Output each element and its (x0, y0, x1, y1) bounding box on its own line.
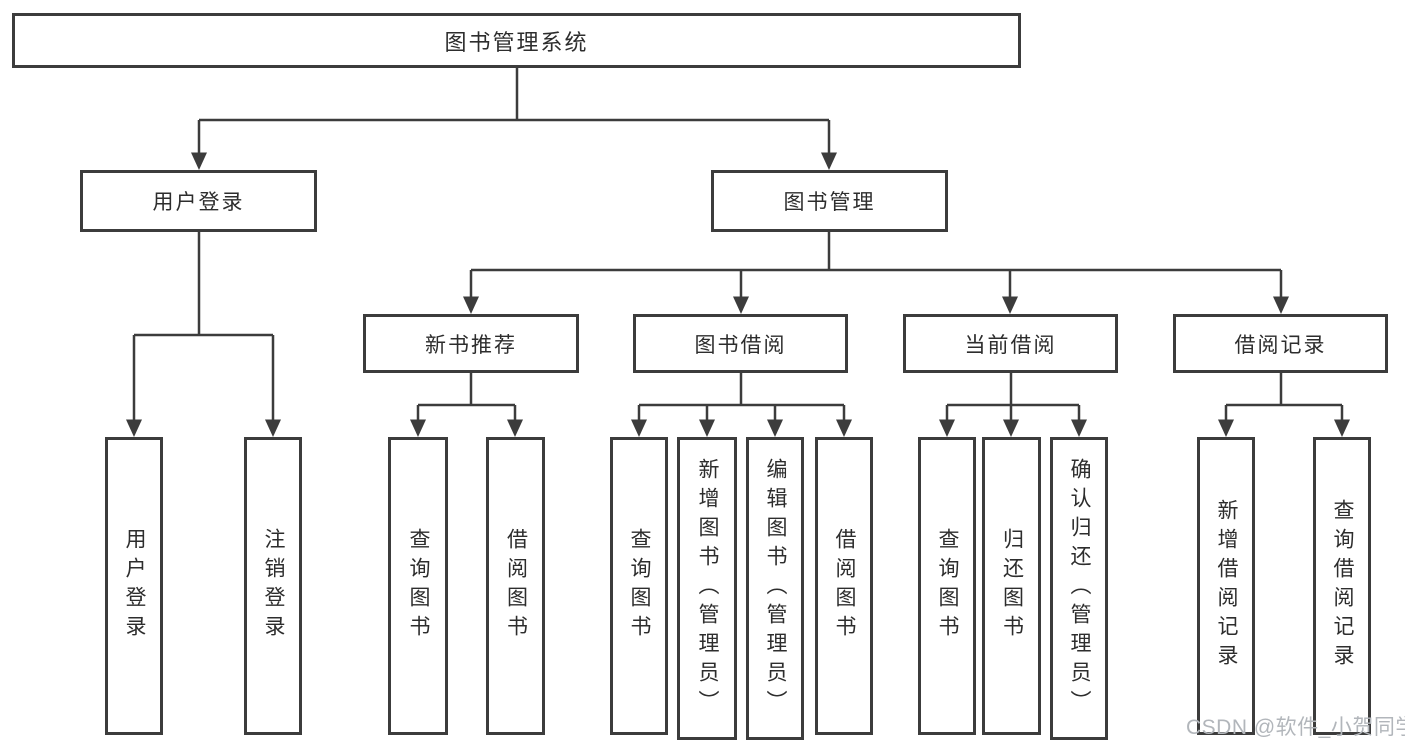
leaf-query-books-recommend: 查询图书 (388, 437, 448, 735)
leaf-borrow-books-recommend: 借阅图书 (486, 437, 545, 735)
leaf-query-borrow-record: 查询借阅记录 (1313, 437, 1371, 735)
leaf-add-borrow-record: 新增借阅记录 (1197, 437, 1255, 735)
node-book-borrowing: 图书借阅 (633, 314, 848, 373)
leaf-add-books-admin: 新增图书（管理员） (677, 437, 737, 740)
leaf-borrow-books: 借阅图书 (815, 437, 873, 735)
node-book-management: 图书管理 (711, 170, 948, 232)
leaf-logout: 注销登录 (244, 437, 302, 735)
node-user-login: 用户登录 (80, 170, 317, 232)
connector-group (132, 68, 1344, 420)
leaf-query-books-borrow: 查询图书 (610, 437, 668, 735)
csdn-watermark: CSDN @软件_小贺同学 (1186, 716, 1405, 739)
leaf-query-books-current: 查询图书 (918, 437, 976, 735)
node-library-management-system: 图书管理系统 (12, 13, 1021, 68)
leaf-confirm-return-admin: 确认归还（管理员） (1050, 437, 1108, 740)
node-new-book-recommendation: 新书推荐 (363, 314, 579, 373)
leaf-return-books: 归还图书 (982, 437, 1041, 735)
node-current-borrowing: 当前借阅 (903, 314, 1118, 373)
connector-arrowheads (126, 152, 1350, 437)
leaf-user-login: 用户登录 (105, 437, 163, 735)
node-borrowing-records: 借阅记录 (1173, 314, 1388, 373)
leaf-edit-books-admin: 编辑图书（管理员） (746, 437, 804, 740)
